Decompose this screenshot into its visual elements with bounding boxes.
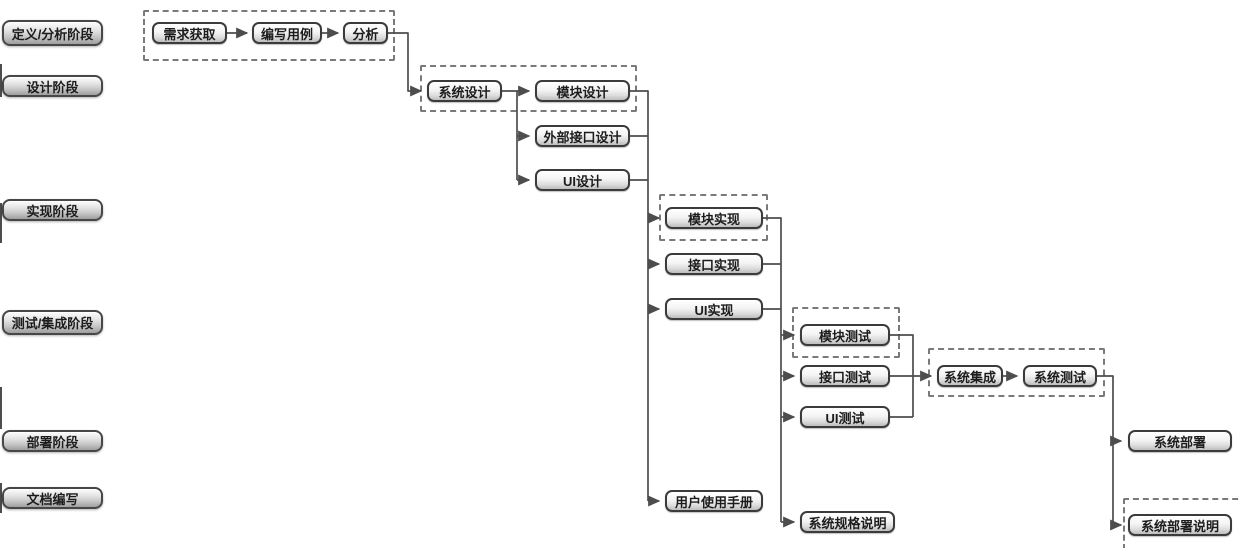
- node-module-design: 模块设计: [535, 80, 630, 102]
- phase-design: 设计阶段: [2, 75, 103, 97]
- group-deployment-doc: [1123, 498, 1240, 548]
- node-interface-impl: 接口实现: [665, 253, 763, 275]
- phase-definition-analysis: 定义/分析阶段: [2, 20, 103, 46]
- node-module-test: 模块测试: [800, 324, 890, 346]
- phase-test-integration: 测试/集成阶段: [2, 310, 103, 335]
- arrow-analysis-to-system-design: [388, 32, 423, 97]
- phase-implementation: 实现阶段: [2, 199, 103, 221]
- node-system-spec: 系统规格说明: [800, 511, 895, 533]
- node-use-case: 编写用例: [252, 22, 322, 44]
- node-ui-test: UI测试: [800, 406, 890, 428]
- wire-spines: [502, 90, 1114, 525]
- phase-deployment: 部署阶段: [2, 430, 103, 452]
- phase-documentation: 文档编写: [2, 487, 103, 509]
- node-requirements: 需求获取: [152, 22, 227, 44]
- node-analysis: 分析: [343, 22, 388, 44]
- node-system-deploy: 系统部署: [1128, 430, 1232, 452]
- node-ui-design: UI设计: [535, 169, 630, 191]
- node-module-impl: 模块实现: [665, 207, 763, 229]
- node-ui-impl: UI实现: [665, 298, 763, 320]
- node-system-design: 系统设计: [427, 80, 502, 102]
- node-interface-test: 接口测试: [800, 365, 890, 387]
- node-system-integration: 系统集成: [937, 365, 1003, 387]
- group-analysis-phase: [143, 10, 395, 61]
- node-system-test: 系统测试: [1023, 365, 1097, 387]
- node-deploy-doc: 系统部署说明: [1128, 514, 1232, 536]
- node-external-interface-design: 外部接口设计: [535, 125, 630, 147]
- node-user-manual: 用户使用手册: [665, 490, 763, 512]
